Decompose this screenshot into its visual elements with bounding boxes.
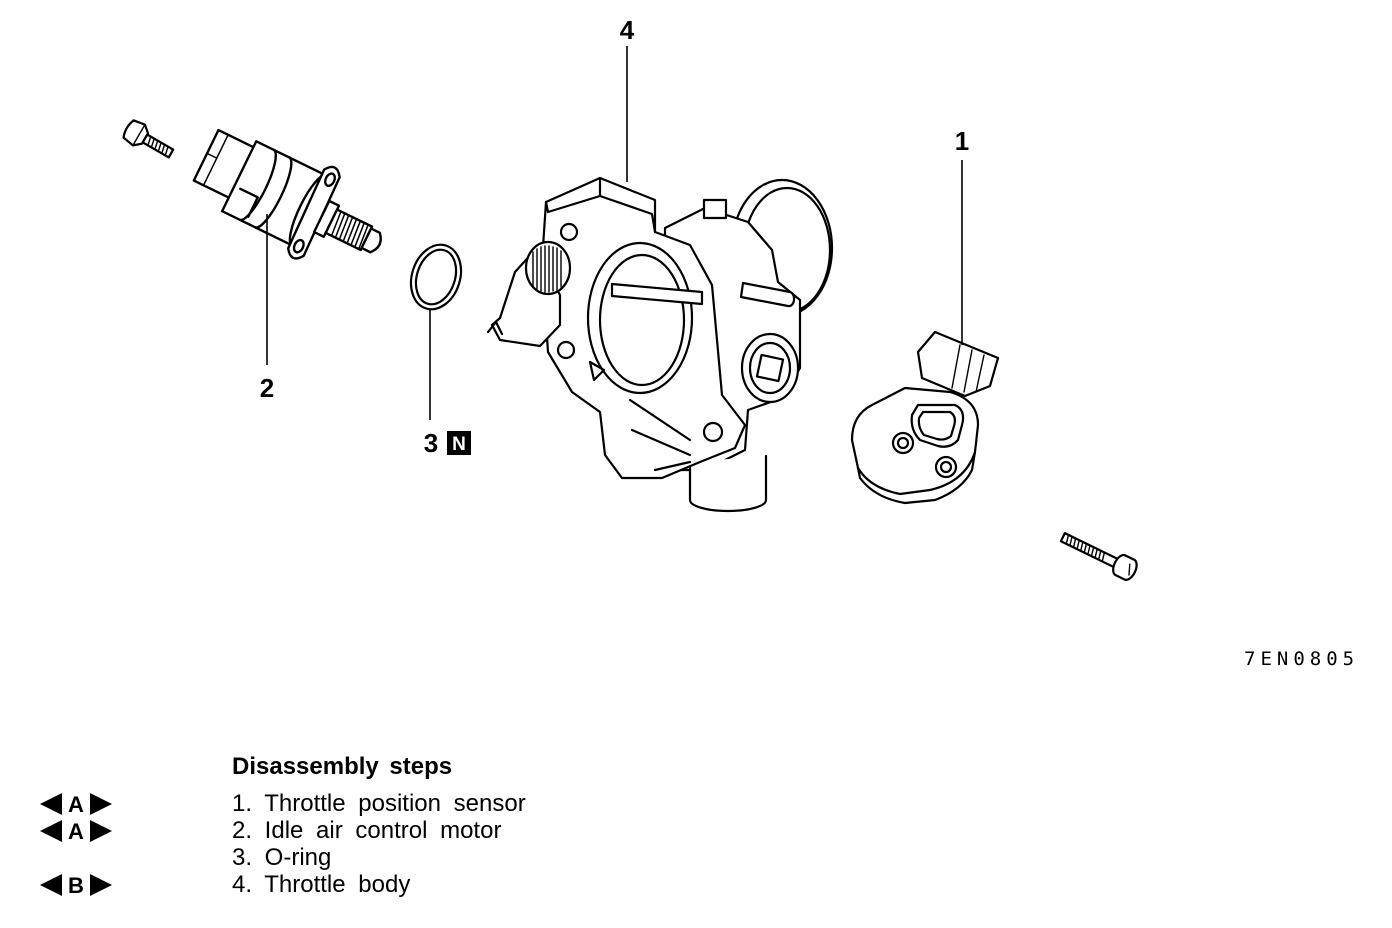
step-text: 2. Idle air control motor <box>232 817 502 844</box>
disassembly-steps-title: Disassembly steps <box>232 753 453 780</box>
service-point-marker: A <box>40 793 112 815</box>
throttle-position-sensor-illustration <box>850 330 1000 505</box>
service-point-marker: A <box>40 820 112 842</box>
service-point-letter: A <box>68 820 84 842</box>
badge-letter: N <box>452 434 466 455</box>
step-text: 3. O-ring <box>232 844 332 871</box>
throttle-body-illustration <box>486 176 834 513</box>
service-point-letter: A <box>68 793 84 815</box>
callout-3: 3 <box>424 428 438 458</box>
service-point-letter: B <box>68 874 84 896</box>
callout-2: 2 <box>260 373 274 403</box>
o-ring-illustration <box>409 243 463 311</box>
long-screw-illustration <box>1059 532 1138 581</box>
disassembly-step: B 4. Throttle body <box>0 871 700 898</box>
callout-4: 4 <box>620 15 635 45</box>
disassembly-step: 3. O-ring <box>0 844 700 871</box>
idle-air-control-motor-illustration <box>192 128 382 260</box>
figure-code: 7EN0805 <box>1244 648 1360 670</box>
small-bolt-illustration <box>122 119 175 159</box>
disassembly-step: A 1. Throttle position sensor <box>0 790 700 817</box>
non-reusable-badge: N <box>447 431 471 455</box>
disassembly-step: A 2. Idle air control motor <box>0 817 700 844</box>
step-text: 4. Throttle body <box>232 871 411 898</box>
callout-1: 1 <box>955 126 969 156</box>
service-point-marker: B <box>40 874 112 896</box>
step-text: 1. Throttle position sensor <box>232 790 526 817</box>
